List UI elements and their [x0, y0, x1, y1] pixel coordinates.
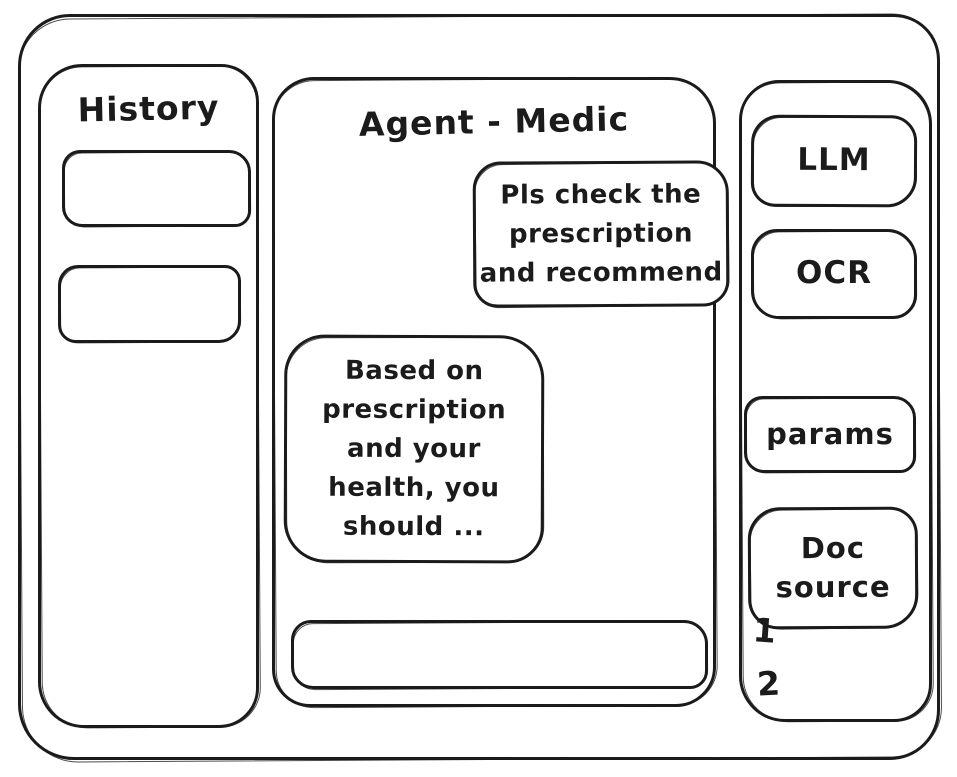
message-input[interactable]	[294, 623, 705, 686]
doc-source-item[interactable]: 2	[755, 663, 781, 704]
user-message-bubble: Pls check the prescription and recommend	[472, 160, 730, 308]
history-title: History	[77, 87, 220, 130]
llm-button[interactable]: LLM	[750, 114, 918, 208]
ocr-button[interactable]: OCR	[751, 229, 917, 319]
params-button[interactable]: params	[744, 396, 916, 473]
doc-source-item[interactable]: 1	[751, 610, 778, 651]
chat-title: Agent - Medic	[358, 99, 630, 144]
message-input-box	[291, 620, 708, 689]
history-item[interactable]	[62, 150, 251, 227]
chat-panel: Agent - Medic Pls check the prescription…	[272, 77, 730, 707]
history-panel: History	[38, 64, 259, 728]
app-window: History Agent - Medic Pls check the pres…	[18, 14, 940, 760]
assistant-message-bubble: Based on prescription and your health, y…	[283, 334, 545, 564]
history-item[interactable]	[58, 265, 241, 343]
tools-panel: LLM OCR params Doc source 1 2	[739, 80, 932, 722]
